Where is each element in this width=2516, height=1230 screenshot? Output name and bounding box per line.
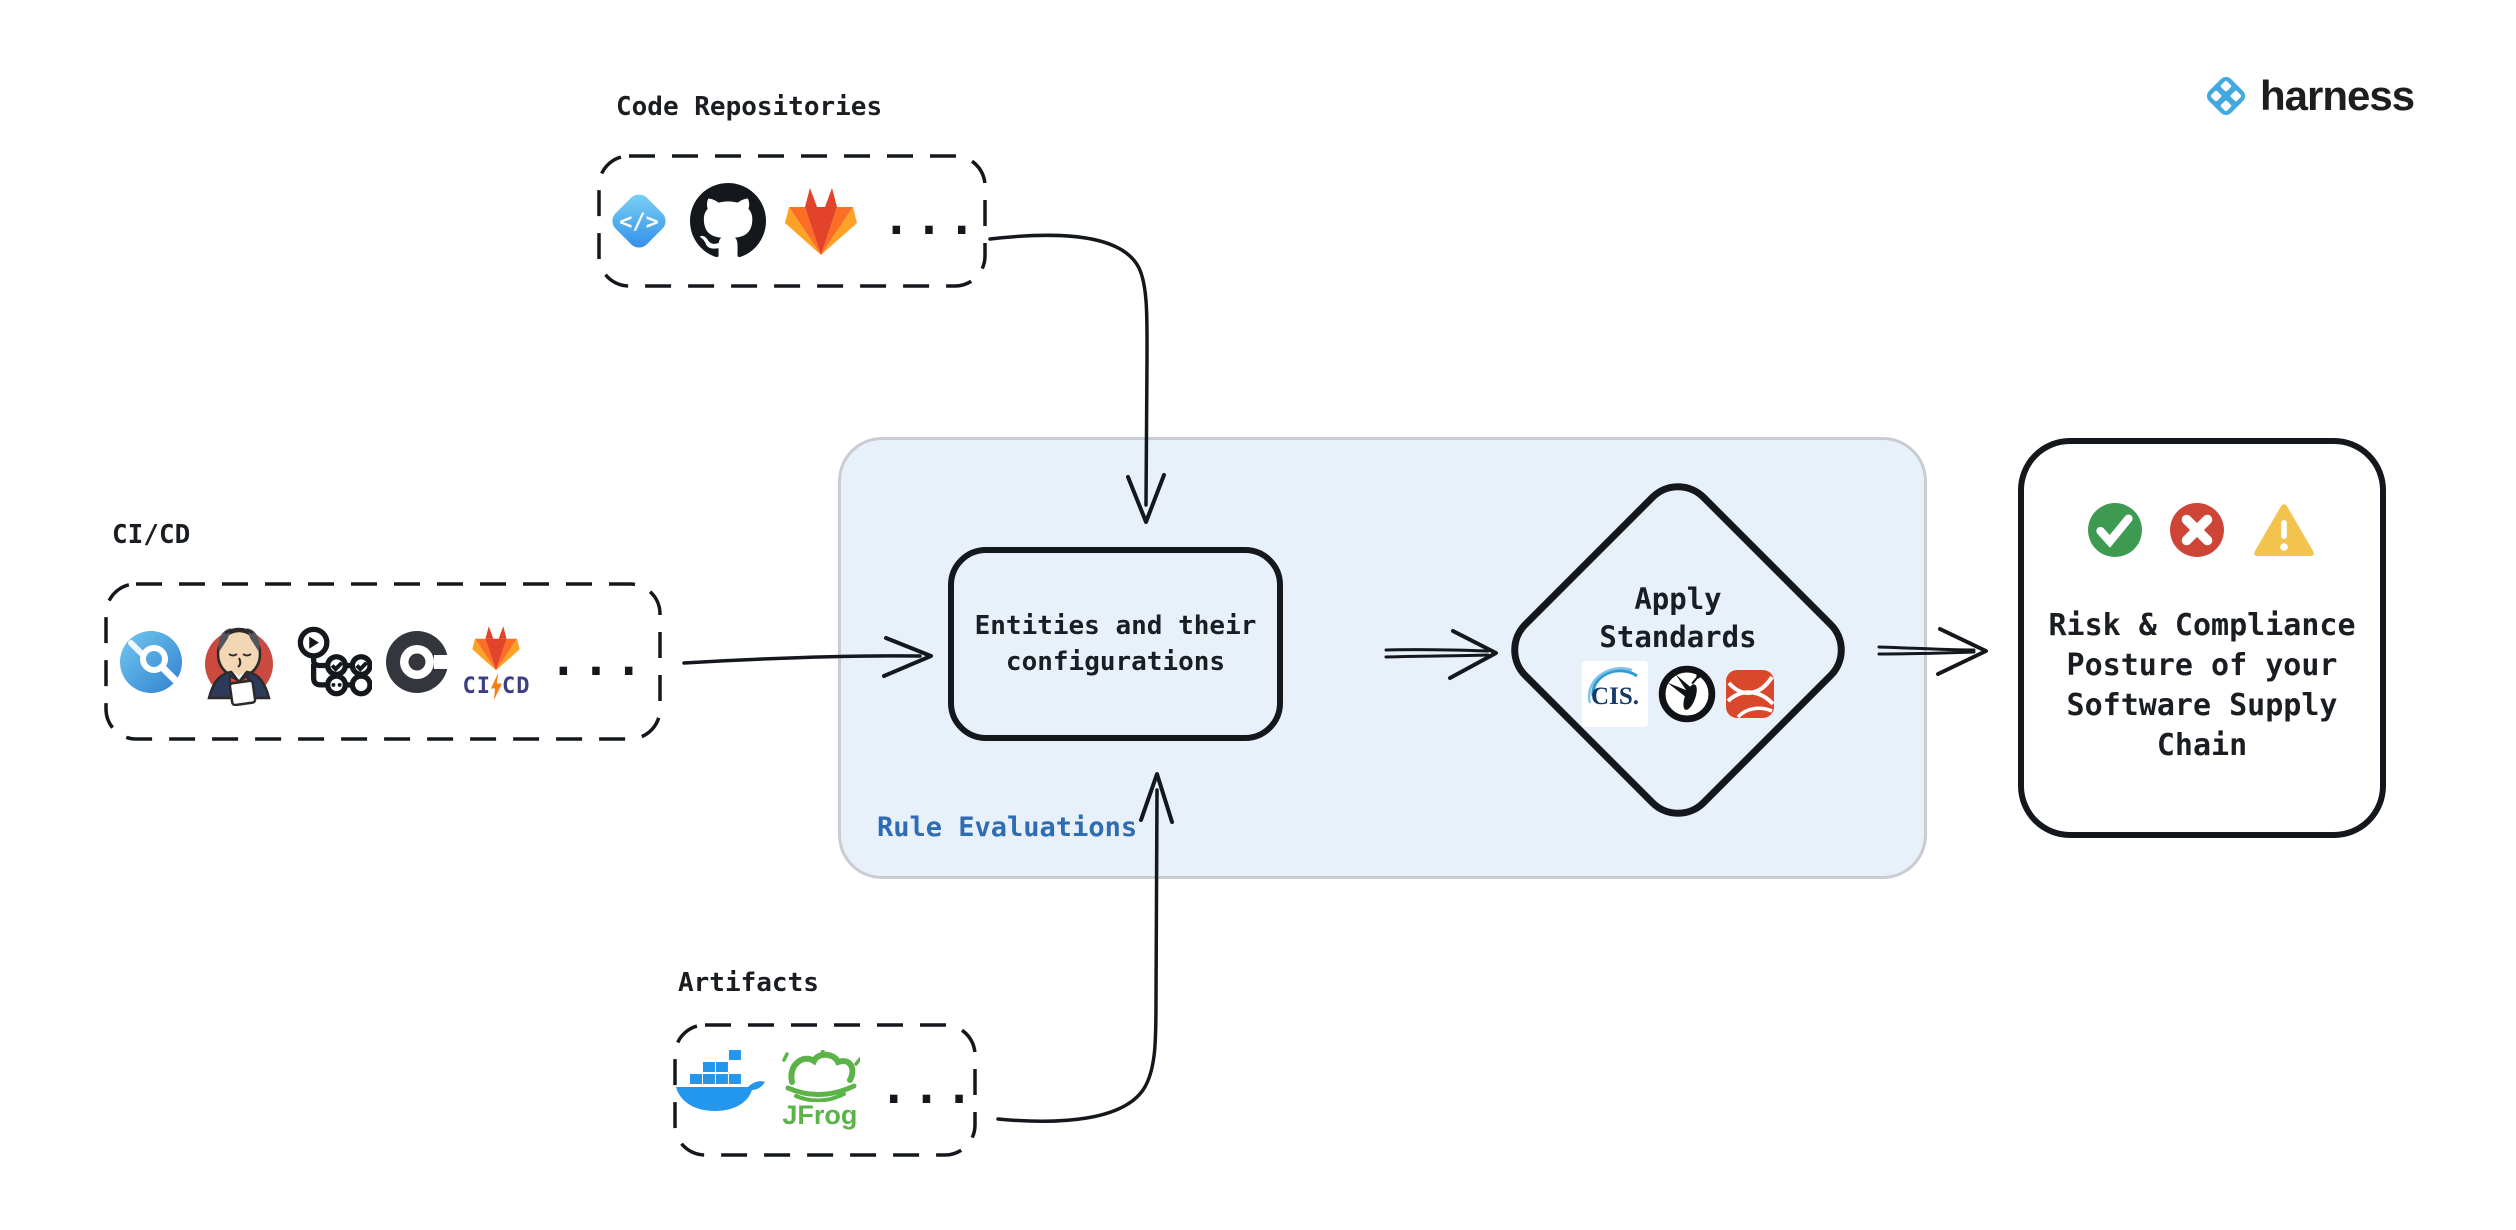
- jfrog-label: JFrog: [782, 1099, 858, 1130]
- artifacts-label: Artifacts: [678, 968, 819, 998]
- github-icon: [690, 183, 767, 258]
- jenkins-icon: [205, 627, 274, 706]
- cis-benchmark-icon: CIS.: [1582, 661, 1648, 727]
- code-repositories-label: Code Repositories: [616, 92, 883, 122]
- circleci-icon: [386, 630, 450, 693]
- github-actions-icon: [298, 626, 373, 696]
- owasp-icon: [1658, 665, 1716, 723]
- entities-line-1: Entities and their: [974, 611, 1257, 641]
- code-glyph: </>: [620, 210, 660, 235]
- artifacts-box: [673, 1023, 977, 1157]
- gitlab-icon: [785, 188, 858, 255]
- harness-ci-icon: [120, 630, 183, 693]
- harness-logo-icon: [2206, 76, 2246, 116]
- red-ribbon-standard-icon: [1726, 670, 1774, 718]
- artifacts-icons: JFrog ...: [672, 1022, 978, 1158]
- gitlab-cicd-fox-icon: [472, 626, 521, 671]
- gitlab-cd-text: CD: [501, 674, 531, 699]
- apply-standards-label: Apply Standards: [1526, 580, 1830, 656]
- cicd-label: CI/CD: [112, 520, 191, 550]
- harness-logo: harness: [2200, 70, 2415, 122]
- cicd-box: [104, 582, 662, 741]
- jfrog-icon: JFrog: [780, 1049, 860, 1131]
- code-repositories-box: [597, 154, 987, 288]
- apply-standards-diamond: [1511, 483, 1845, 817]
- lightning-bolt-icon: [490, 673, 502, 700]
- cross-circle-icon: [2170, 503, 2224, 557]
- code-repositories-icons: </> ...: [596, 153, 988, 289]
- cis-label: CIS.: [1591, 683, 1639, 710]
- outcome-line-3: Software Supply: [2066, 688, 2338, 723]
- warning-triangle-icon: [2254, 504, 2314, 556]
- entities-box: Entities and their configurations: [948, 547, 1283, 741]
- cis-arc-icon: [1587, 667, 1638, 704]
- check-circle-icon: [2088, 503, 2142, 557]
- gitlab-ci-text: CI: [462, 674, 491, 699]
- standards-icons: CIS.: [1526, 658, 1830, 730]
- apply-line: Apply: [1634, 582, 1722, 616]
- cicd-icons: CI CD ...: [103, 581, 663, 742]
- entities-line-2: configurations: [1005, 647, 1226, 677]
- outcome-line-2: Posture of your: [2066, 648, 2338, 683]
- outcome-text: Risk & Compliance Posture of your Softwa…: [2018, 606, 2386, 766]
- gitlab-cicd-icon: CI CD: [462, 623, 530, 700]
- jfrog-splash-icon: [782, 1049, 860, 1102]
- outcome-line-1: Risk & Compliance: [2048, 608, 2356, 643]
- outcome-line-4: Chain: [2156, 728, 2248, 763]
- harness-code-icon: </>: [612, 194, 667, 248]
- outcome-status-icons: [2046, 498, 2358, 562]
- standards-line: Standards: [1599, 620, 1757, 654]
- docker-icon: [675, 1050, 765, 1111]
- rule-evaluations-label: Rule Evaluations: [877, 812, 1138, 843]
- harness-wordmark: harness: [2260, 72, 2415, 119]
